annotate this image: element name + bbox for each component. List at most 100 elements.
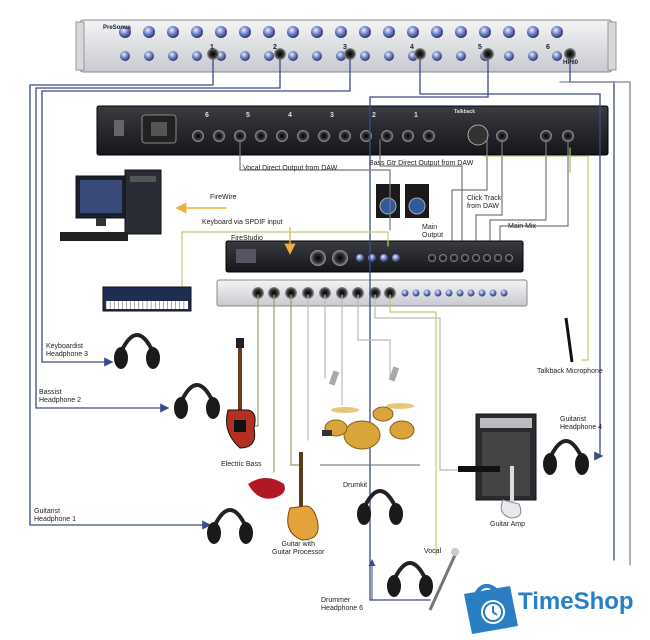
input-jack-icon xyxy=(255,130,267,142)
talkback-mic-label: Talkback Microphone xyxy=(537,368,603,375)
preamp-input-jack-icon xyxy=(369,287,381,299)
bassist-headphone-label: Bassist Headphone 2 xyxy=(39,389,82,404)
level-knob-icon xyxy=(312,51,322,61)
rear-channel-label: 2 xyxy=(372,112,376,119)
talkback-microphone-icon xyxy=(564,317,574,363)
guitar-processor-label: Guitar with Guitar Processor xyxy=(272,541,325,556)
preamp-input-jack-icon xyxy=(302,287,314,299)
level-knob-icon xyxy=(527,26,539,38)
level-knob-icon xyxy=(119,26,131,38)
level-knob-icon xyxy=(144,51,154,61)
level-knob-icon xyxy=(359,26,371,38)
rear-talkback-label: Talkback xyxy=(454,109,476,115)
guitar-amp-label: Guitar Amp xyxy=(490,521,526,528)
preamp-knob-icon xyxy=(478,289,486,297)
click-track-label: Click Track from DAW xyxy=(467,195,502,210)
headphone-jack-icon xyxy=(482,48,494,60)
timeshop-logo-icon xyxy=(464,583,518,634)
vocal-microphone-icon xyxy=(428,548,459,611)
keyboard-spdif-label: Keyboard via SPDIF input xyxy=(202,219,283,226)
headphone-jack-icon xyxy=(274,48,286,60)
level-knob-icon xyxy=(263,26,275,38)
level-knob-icon xyxy=(215,26,227,38)
keyboardist-headphone-label: Keyboardist Headphone 3 xyxy=(46,343,89,358)
level-knob-icon xyxy=(287,26,299,38)
vocal-label: Vocal xyxy=(424,548,442,555)
output-jack-icon xyxy=(483,254,491,262)
guitarist-headphone-1-label: Guitarist Headphone 1 xyxy=(34,508,77,523)
vocal-direct-label: Vocal Direct Output from DAW xyxy=(243,165,338,172)
input-jack-icon xyxy=(402,130,414,142)
preamp-knob-icon xyxy=(445,289,453,297)
electric-bass-icon xyxy=(226,338,256,449)
hp60-model-label: HP60 xyxy=(563,60,579,66)
input-jack-icon xyxy=(297,130,309,142)
electric-bass-label: Electric Bass xyxy=(221,461,262,468)
rear-channel-label: 3 xyxy=(330,112,334,119)
input-jack-icon xyxy=(213,130,225,142)
level-knob-icon xyxy=(479,26,491,38)
level-knob-icon xyxy=(167,26,179,38)
hp60-channel-label: 3 xyxy=(343,44,347,51)
level-knob-icon xyxy=(456,51,466,61)
control-knob-icon xyxy=(356,254,364,262)
preamp-input-jack-icon xyxy=(352,287,364,299)
input-jack-icon xyxy=(192,130,204,142)
headphones-icon xyxy=(114,333,160,369)
headphone-jack-icon xyxy=(564,48,576,60)
level-knob-icon xyxy=(455,26,467,38)
guitar-with-processor-icon xyxy=(248,452,319,541)
input-jack-icon xyxy=(339,130,351,142)
hp60-channel-label: 2 xyxy=(273,44,277,51)
preamp-input-jack-icon xyxy=(336,287,348,299)
level-knob-icon xyxy=(407,26,419,38)
level-knob-icon xyxy=(432,51,442,61)
computer-icon xyxy=(60,169,162,241)
level-knob-icon xyxy=(264,51,274,61)
output-jack-icon xyxy=(428,254,436,262)
output-jack-icon xyxy=(450,254,458,262)
level-knob-icon xyxy=(336,51,346,61)
input-jack-icon xyxy=(540,130,552,142)
input-jack-icon xyxy=(276,130,288,142)
output-jack-icon xyxy=(494,254,502,262)
headphones-icon xyxy=(543,439,589,475)
input-jack-icon xyxy=(318,130,330,142)
level-knob-icon xyxy=(191,26,203,38)
bass-gtr-direct-label: Bass Gtr Direct Output from DAW xyxy=(369,160,474,167)
drumkit-label: Drumkit xyxy=(343,482,368,489)
level-knob-icon xyxy=(192,51,202,61)
level-knob-icon xyxy=(360,51,370,61)
output-jack-icon xyxy=(505,254,513,262)
main-output-label: Main Output xyxy=(422,224,444,239)
rear-channel-label: 6 xyxy=(205,112,209,119)
headphone-jack-icon xyxy=(414,48,426,60)
hp60-brand-label: PreSonus xyxy=(103,25,132,31)
studio-monitors-icon xyxy=(376,184,429,218)
hp60-channel-label: 4 xyxy=(410,44,414,51)
preamp-knob-icon xyxy=(456,289,464,297)
firestudio-label: FireStudio xyxy=(231,235,263,242)
headphones-icon xyxy=(207,508,253,544)
preamp-input-jack-icon xyxy=(268,287,280,299)
hp60-rear-panel xyxy=(96,105,609,156)
level-knob-icon xyxy=(240,51,250,61)
level-knob-icon xyxy=(551,26,563,38)
preamp-knob-icon xyxy=(489,289,497,297)
headphones-icon xyxy=(174,383,220,419)
preamp-input-jack-icon xyxy=(285,287,297,299)
timeshop-brand-name: TimeShop xyxy=(518,588,634,615)
rear-channel-label: 1 xyxy=(414,112,418,119)
guitar-amp-icon xyxy=(458,413,537,519)
output-jack-icon xyxy=(439,254,447,262)
preamp-input-jack-icon xyxy=(384,287,396,299)
level-knob-icon xyxy=(311,26,323,38)
input-jack-icon xyxy=(381,130,393,142)
drumkit-icon xyxy=(320,366,420,466)
preamp-knob-icon xyxy=(423,289,431,297)
power-switch-icon xyxy=(114,120,124,136)
level-knob-icon xyxy=(552,51,562,61)
level-knob-icon xyxy=(504,51,514,61)
level-knob-icon xyxy=(335,26,347,38)
